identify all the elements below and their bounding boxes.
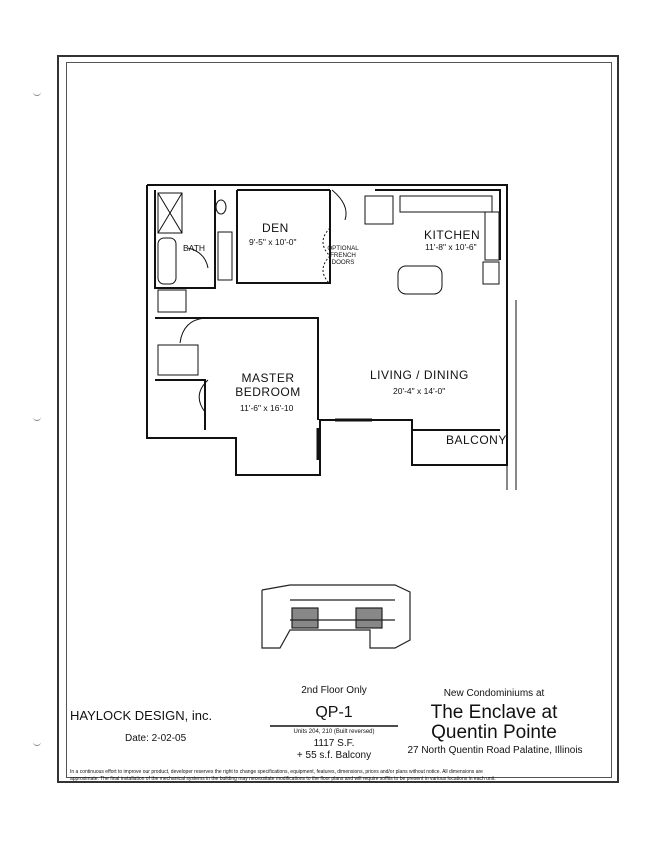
unit-area: 1117 S.F. <box>313 738 355 749</box>
laundry <box>157 344 199 376</box>
key-plan-unit <box>291 607 319 629</box>
scan-mark <box>33 415 41 421</box>
shower <box>157 192 183 234</box>
disclaimer-line2: approximate. The final installation of t… <box>70 776 496 782</box>
floor-note: 2nd Floor Only <box>301 685 367 696</box>
refrigerator <box>482 261 500 285</box>
project-address: 27 North Quentin Road Palatine, Illinois <box>407 745 583 756</box>
french-doors-arc <box>322 227 331 257</box>
living-dining-dims: 20'-4" x 14'-0" <box>393 386 446 396</box>
units-note: Units 204, 210 (Built reversed) <box>293 729 375 735</box>
master-bedroom-dims: 11'-6" x 16'-10 <box>240 403 294 413</box>
page-border-inner <box>66 62 612 778</box>
scan-mark <box>33 90 41 96</box>
french-doors-note: OPTIONAL FRENCH DOORS <box>327 245 359 266</box>
scan-mark <box>33 740 41 746</box>
den-label: DEN <box>262 221 289 235</box>
closet-wall <box>155 379 206 430</box>
project-name-line1: The Enclave at <box>430 702 558 723</box>
kitchen-dims: 11'-8" x 10'-6" <box>425 242 477 252</box>
master-wall <box>205 317 319 420</box>
disclaimer-line1: In a continuous effort to improve our pr… <box>70 769 483 775</box>
closet-door-arc <box>198 379 209 413</box>
master-bedroom-label: MASTER BEDROOM <box>235 371 301 399</box>
master-door-arc <box>179 317 206 344</box>
balcony-label: BALCONY <box>446 433 507 447</box>
linen-closet <box>157 289 187 313</box>
vanity <box>217 231 233 281</box>
pantry <box>364 195 394 225</box>
kitchen-counter <box>399 195 493 213</box>
project-name-line2: Quentin Pointe <box>431 722 557 743</box>
living-dining-label: LIVING / DINING <box>370 368 469 382</box>
outer-wall <box>146 184 508 476</box>
page-border-outer <box>57 55 619 783</box>
toilet <box>215 199 227 215</box>
entry-door-arc <box>331 189 347 221</box>
kitchen-wall <box>375 189 501 260</box>
kitchen-counter-side <box>484 211 500 261</box>
kitchen-label: KITCHEN <box>424 228 481 242</box>
bathtub <box>157 237 177 285</box>
den-dims: 9'-5" x 10'-0" <box>249 237 297 247</box>
unit-code: QP-1 <box>315 704 353 721</box>
balcony-area: + 55 s.f. Balcony <box>296 750 372 761</box>
bath-wall <box>154 190 216 289</box>
project-tagline: New Condominiums at <box>443 688 545 699</box>
designer-name: HAYLOCK DESIGN, inc. <box>70 708 213 723</box>
key-plan <box>261 584 411 649</box>
bath-door-arc <box>187 247 209 269</box>
bath-label: BATH <box>183 243 206 253</box>
plan-date: Date: 2-02-05 <box>125 733 187 744</box>
den-wall <box>236 190 331 284</box>
kitchen-island <box>397 265 443 295</box>
key-plan-unit <box>355 607 383 629</box>
